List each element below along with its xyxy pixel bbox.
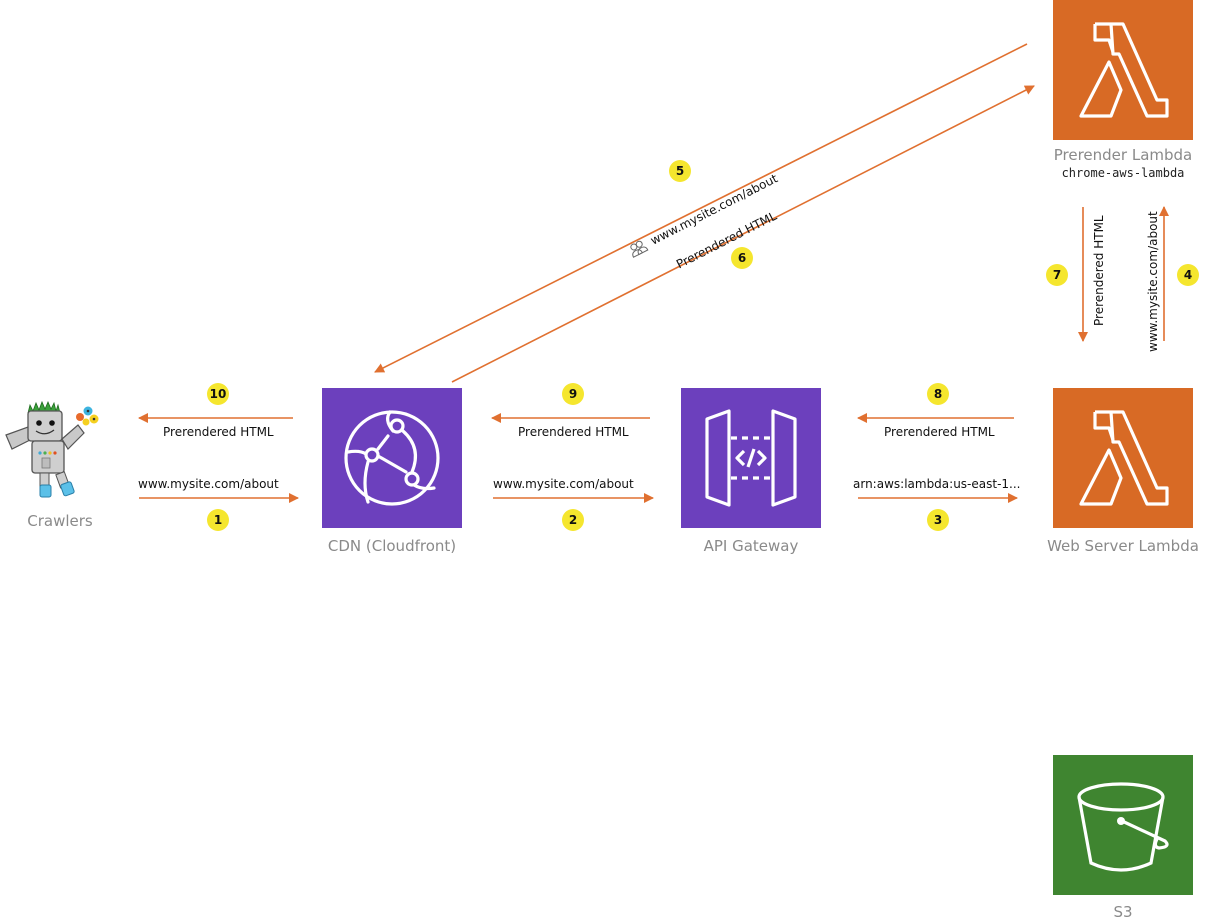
s3-bucket-icon	[1053, 755, 1193, 895]
arrow-step-6	[451, 85, 1035, 383]
step-badge-4: 4	[1177, 264, 1199, 286]
crawlers-label: Crawlers	[27, 512, 93, 530]
edge-label-step-8: Prerendered HTML	[884, 425, 995, 439]
prerender-lambda-label: Prerender Lambda	[1053, 146, 1193, 164]
arrow-step-5	[374, 43, 1028, 373]
step-badge-9: 9	[562, 383, 584, 405]
step-badge-7: 7	[1046, 264, 1068, 286]
step-badge-3: 3	[927, 509, 949, 531]
edge-label-step-2: www.mysite.com/about	[493, 477, 634, 491]
api-gateway-node[interactable]	[681, 388, 821, 528]
prerender-lambda-sublabel: chrome-aws-lambda	[1061, 166, 1185, 180]
cloudfront-globe-icon	[322, 388, 462, 528]
edge-label-step-9: Prerendered HTML	[518, 425, 629, 439]
edge-label-step-1: www.mysite.com/about	[138, 477, 279, 491]
cdn-label: CDN (Cloudfront)	[327, 537, 457, 555]
prerender-lambda-node[interactable]	[1053, 0, 1193, 140]
step-badge-5: 5	[669, 160, 691, 182]
api-gateway-icon	[681, 388, 821, 528]
googlebot-robot-icon	[5, 400, 99, 498]
s3-node[interactable]	[1053, 755, 1193, 895]
web-server-lambda-node[interactable]	[1053, 388, 1193, 528]
step-badge-10: 10	[207, 383, 229, 405]
edge-label-step-3: arn:aws:lambda:us-east-1...	[853, 477, 1021, 491]
api-gateway-label: API Gateway	[703, 537, 799, 555]
lambda-icon	[1053, 388, 1193, 528]
s3-label: S3	[1113, 903, 1133, 921]
edge-label-step-4: www.mysite.com/about	[1146, 211, 1160, 352]
step-badge-2: 2	[562, 509, 584, 531]
edge-label-step-5-group: www.mysite.com/about	[624, 168, 780, 260]
step-badge-6: 6	[731, 247, 753, 269]
cdn-node[interactable]	[322, 388, 462, 528]
lambda-icon	[1053, 0, 1193, 140]
crawlers-node: Crawlers	[0, 395, 120, 535]
edge-label-step-10: Prerendered HTML	[163, 425, 274, 439]
edge-label-step-7: Prerendered HTML	[1092, 215, 1106, 326]
users-icon	[630, 240, 649, 258]
step-badge-8: 8	[927, 383, 949, 405]
web-server-lambda-label: Web Server Lambda	[1047, 537, 1199, 555]
step-badge-1: 1	[207, 509, 229, 531]
